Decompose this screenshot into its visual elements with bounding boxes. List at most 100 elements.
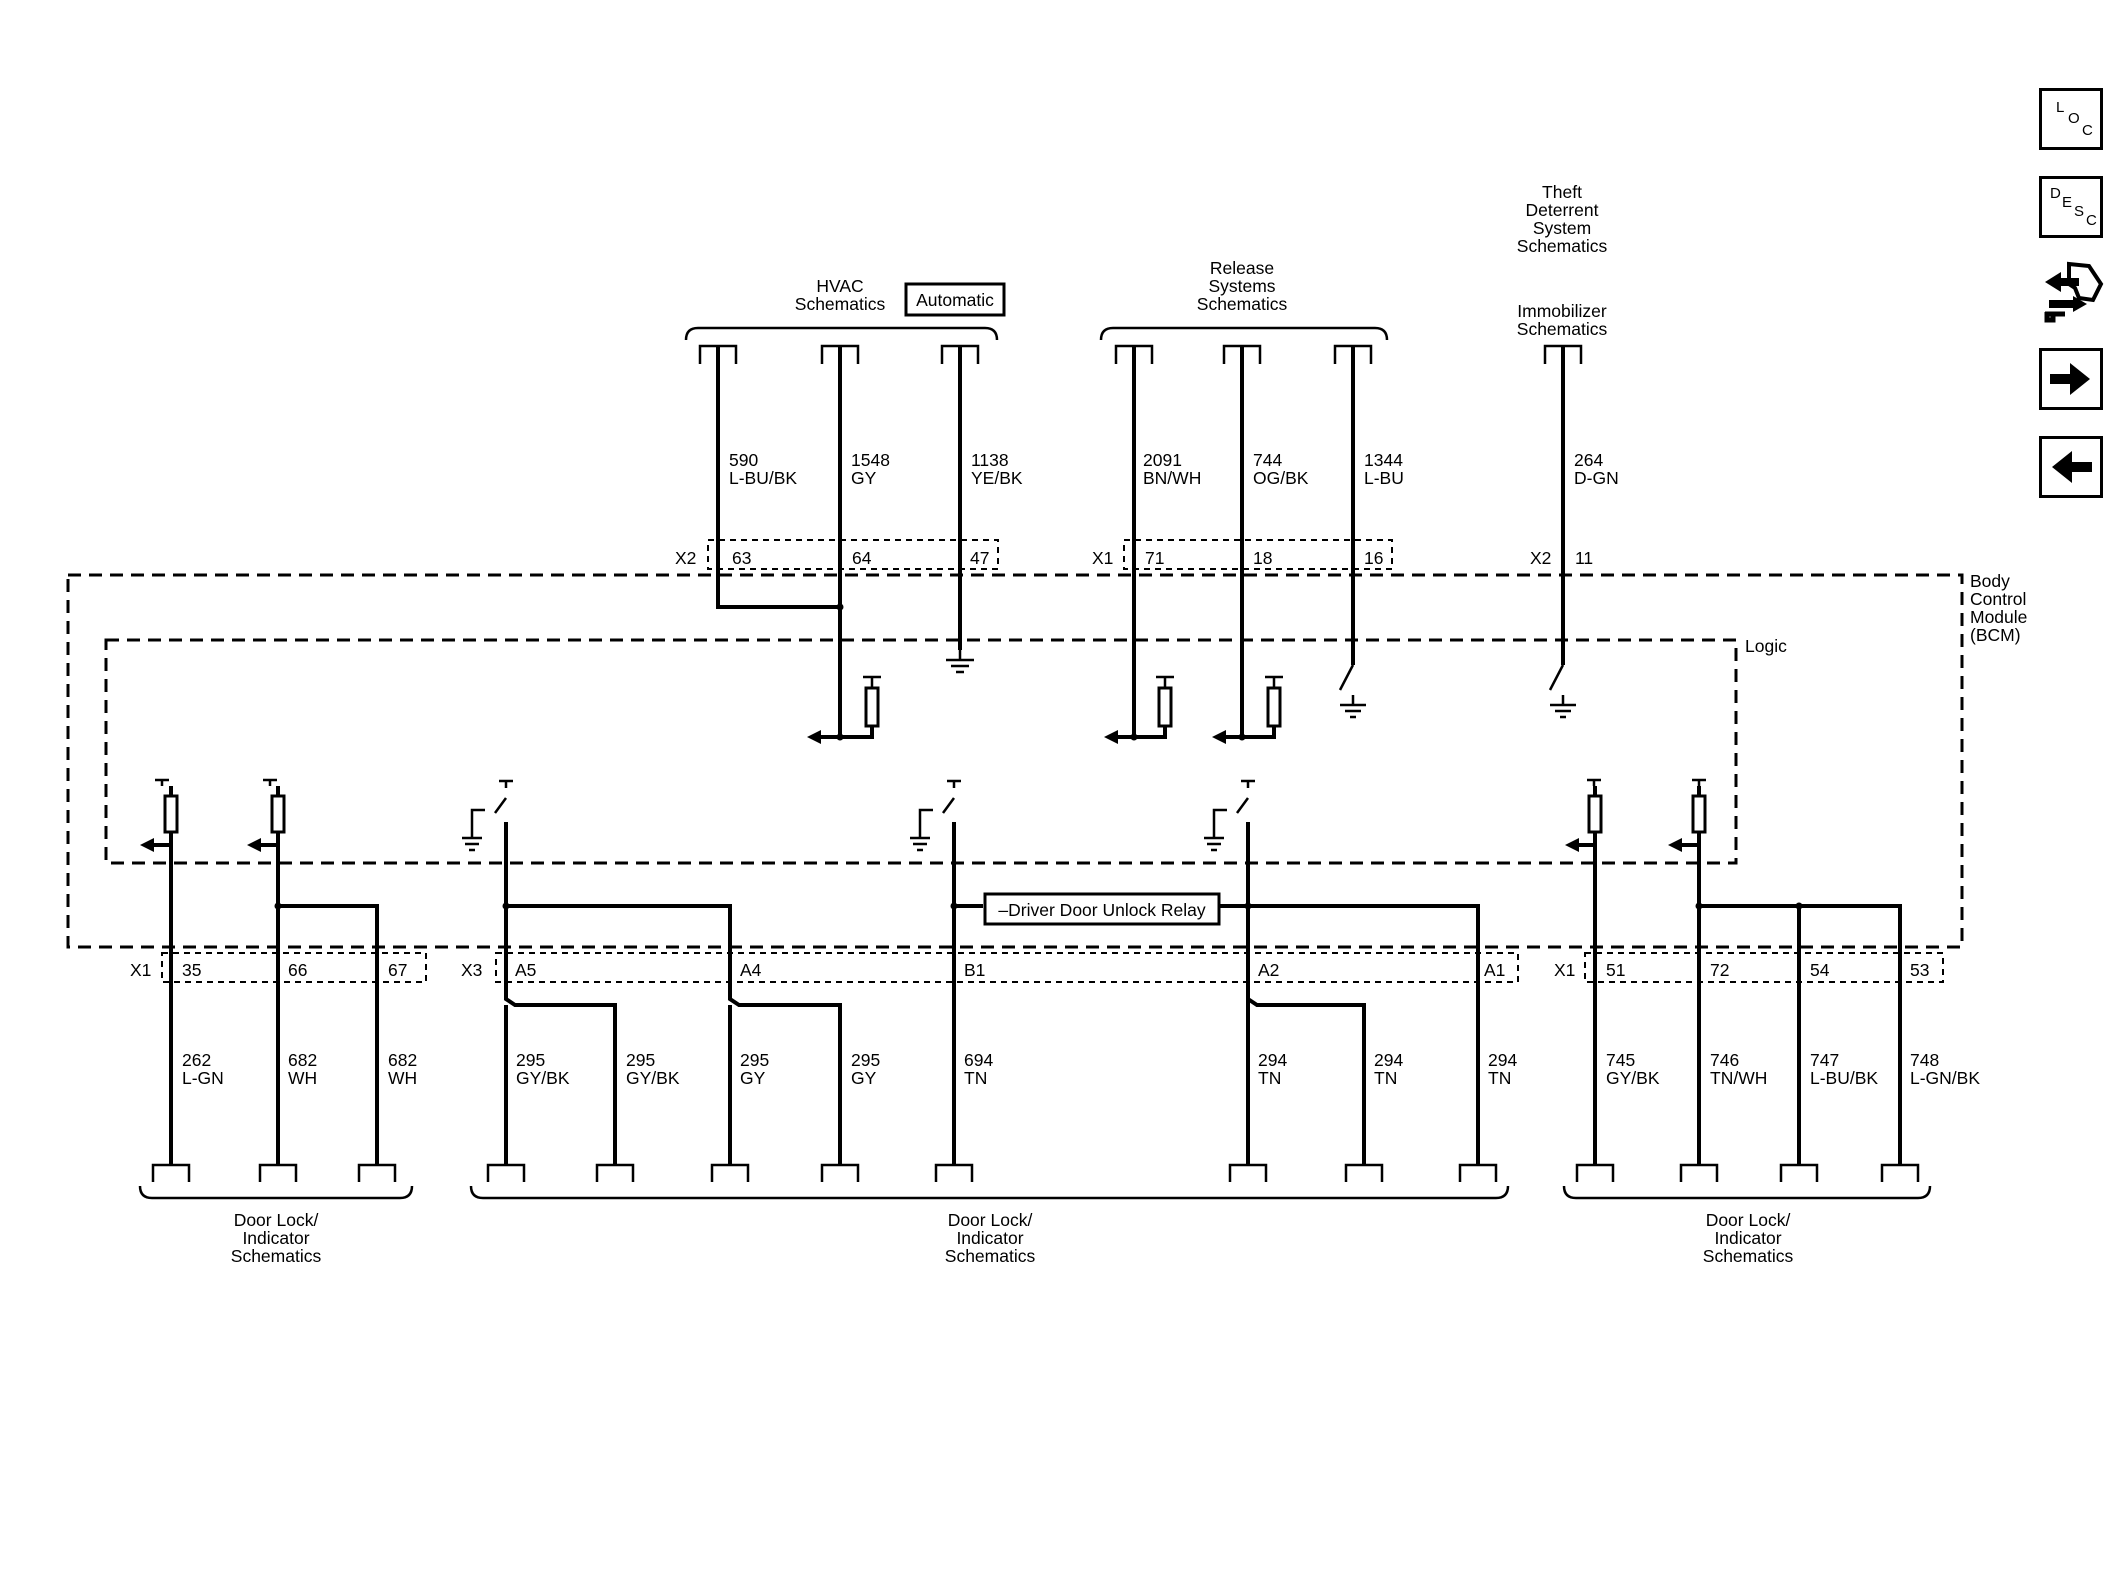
svg-text:51: 51 xyxy=(1606,960,1625,980)
svg-text:682: 682 xyxy=(288,1050,317,1070)
svg-text:D-GN: D-GN xyxy=(1574,468,1619,488)
relay-label: –Driver Door Unlock Relay xyxy=(998,900,1205,920)
svg-text:63: 63 xyxy=(732,548,751,568)
next-button[interactable] xyxy=(2039,348,2103,410)
svg-text:Schematics: Schematics xyxy=(231,1246,322,1266)
svg-text:A2: A2 xyxy=(1258,960,1279,980)
output-circuit-682 xyxy=(247,778,379,1165)
door-lock-schematics-label-1[interactable]: Door Lock/ Indicator Schematics xyxy=(231,1210,322,1266)
connector-end-view-icon[interactable] xyxy=(2039,254,2105,332)
svg-text:HVAC: HVAC xyxy=(816,276,863,296)
svg-text:YE/BK: YE/BK xyxy=(971,468,1023,488)
svg-text:Release: Release xyxy=(1210,258,1274,278)
svg-text:748: 748 xyxy=(1910,1050,1939,1070)
svg-text:L-BU/BK: L-BU/BK xyxy=(1810,1068,1878,1088)
desc-button[interactable]: D E S C xyxy=(2039,176,2103,238)
svg-text:OG/BK: OG/BK xyxy=(1253,468,1309,488)
svg-text:L-GN: L-GN xyxy=(182,1068,224,1088)
bottom-brace-left xyxy=(138,1185,414,1200)
loc-button[interactable]: L O C xyxy=(2039,88,2103,150)
svg-text:11: 11 xyxy=(1575,548,1593,568)
svg-text:1344: 1344 xyxy=(1364,450,1403,470)
relay-label-frame xyxy=(983,892,1221,926)
svg-text:Schematics: Schematics xyxy=(1517,319,1608,339)
loc-o: O xyxy=(2068,110,2080,127)
svg-text:71: 71 xyxy=(1145,548,1164,568)
svg-text:WH: WH xyxy=(288,1068,317,1088)
svg-text:2091: 2091 xyxy=(1143,450,1182,470)
svg-text:262: 262 xyxy=(182,1050,211,1070)
bottom-connector-symbols xyxy=(151,1163,1920,1182)
svg-text:72: 72 xyxy=(1710,960,1729,980)
svg-text:X3: X3 xyxy=(461,960,482,980)
desc-d: D xyxy=(2050,185,2061,202)
loc-l: L xyxy=(2056,99,2065,116)
svg-text:GY/BK: GY/BK xyxy=(516,1068,570,1088)
svg-text:745: 745 xyxy=(1606,1050,1635,1070)
immobilizer-schematics-label[interactable]: Immobilizer Schematics xyxy=(1517,301,1608,339)
svg-text:66: 66 xyxy=(288,960,307,980)
svg-text:746: 746 xyxy=(1710,1050,1739,1070)
svg-text:A5: A5 xyxy=(515,960,536,980)
release-schematics-label[interactable]: Release Systems Schematics xyxy=(1197,258,1288,314)
svg-text:GY/BK: GY/BK xyxy=(626,1068,680,1088)
hvac-schematics-label[interactable]: HVAC Schematics xyxy=(795,276,886,314)
door-lock-schematics-label-2[interactable]: Door Lock/ Indicator Schematics xyxy=(945,1210,1036,1266)
automatic-badge[interactable]: Automatic xyxy=(916,290,994,310)
svg-text:GY/BK: GY/BK xyxy=(1606,1068,1660,1088)
logic-outline xyxy=(104,638,1738,865)
svg-text:WH: WH xyxy=(388,1068,417,1088)
input-circuit-1548 xyxy=(807,603,881,744)
relay-switch-a5 xyxy=(462,779,842,1165)
arrow-left-icon xyxy=(2052,451,2092,483)
automatic-badge-frame xyxy=(904,282,1006,317)
desc-e: E xyxy=(2062,194,2073,211)
arrow-right-icon xyxy=(2050,363,2090,395)
svg-text:GY: GY xyxy=(851,1068,877,1088)
svg-text:Indicator: Indicator xyxy=(1714,1228,1781,1248)
ground-icon xyxy=(946,650,974,674)
svg-text:Immobilizer: Immobilizer xyxy=(1517,301,1607,321)
svg-text:Door Lock/: Door Lock/ xyxy=(948,1210,1033,1230)
svg-text:Indicator: Indicator xyxy=(242,1228,309,1248)
previous-button[interactable] xyxy=(2039,436,2103,498)
svg-text:1138: 1138 xyxy=(971,450,1009,470)
svg-text:L-BU/BK: L-BU/BK xyxy=(729,468,797,488)
svg-text:X1: X1 xyxy=(1554,960,1575,980)
svg-text:X2: X2 xyxy=(675,548,696,568)
door-lock-schematics-label-3[interactable]: Door Lock/ Indicator Schematics xyxy=(1703,1210,1794,1266)
svg-text:BN/WH: BN/WH xyxy=(1143,468,1201,488)
svg-text:TN: TN xyxy=(1488,1068,1511,1088)
svg-text:Indicator: Indicator xyxy=(956,1228,1023,1248)
svg-text:295: 295 xyxy=(516,1050,545,1070)
logic-label: Logic xyxy=(1745,636,1787,656)
svg-text:GY: GY xyxy=(851,468,877,488)
bottom-connector-x1b-box xyxy=(1584,952,1944,983)
svg-text:TN: TN xyxy=(1258,1068,1281,1088)
bottom-connector-x3-box xyxy=(495,952,1519,983)
svg-text:A1: A1 xyxy=(1484,960,1505,980)
release-brace xyxy=(1099,326,1389,341)
svg-text:747: 747 xyxy=(1810,1050,1839,1070)
svg-text:L-BU: L-BU xyxy=(1364,468,1404,488)
svg-text:B1: B1 xyxy=(964,960,985,980)
svg-text:Control: Control xyxy=(1970,589,2026,609)
svg-text:Schematics: Schematics xyxy=(1703,1246,1794,1266)
theft-deterrent-label[interactable]: Theft Deterrent System Schematics xyxy=(1517,182,1608,256)
svg-text:System: System xyxy=(1533,218,1591,238)
desc-s: S xyxy=(2074,203,2085,220)
svg-text:Schematics: Schematics xyxy=(1517,236,1608,256)
hvac-brace xyxy=(684,326,999,341)
svg-text:294: 294 xyxy=(1488,1050,1517,1070)
svg-text:67: 67 xyxy=(388,960,407,980)
bottom-brace-center xyxy=(469,1185,1510,1200)
svg-text:Systems: Systems xyxy=(1208,276,1275,296)
switch-input-264 xyxy=(1548,664,1576,719)
svg-text:Door Lock/: Door Lock/ xyxy=(234,1210,319,1230)
svg-text:295: 295 xyxy=(626,1050,655,1070)
input-circuit-744 xyxy=(1212,675,1283,744)
svg-text:35: 35 xyxy=(182,960,201,980)
svg-text:L-GN/BK: L-GN/BK xyxy=(1910,1068,1980,1088)
bcm-outline xyxy=(66,573,1964,949)
